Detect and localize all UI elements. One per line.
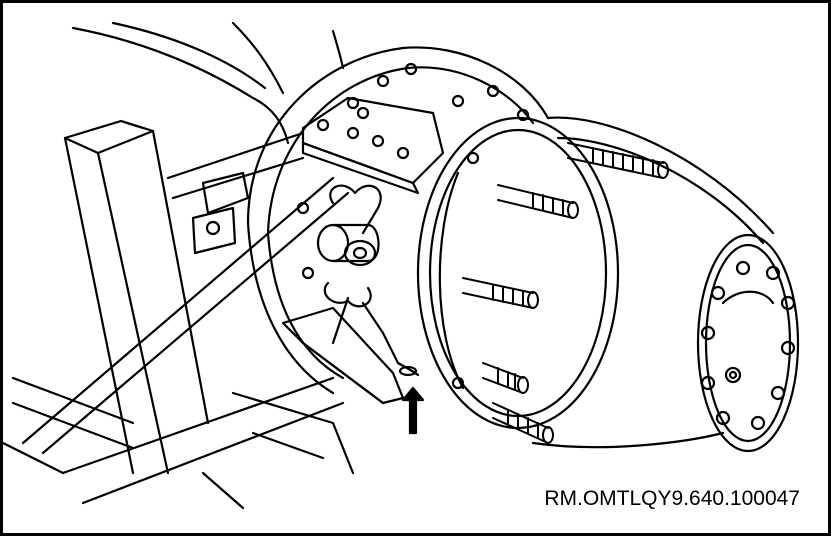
fender-outline [71,21,345,145]
lower-brake-shoe [281,306,420,405]
brake-drum [246,46,550,395]
pry-bar [21,176,350,455]
axle-stand [3,119,355,510]
hub-cylinder [531,116,800,453]
cam-rollers [316,184,400,365]
reference-code: RM.OMTLQY9.640.100047 [544,487,800,510]
stud [482,362,529,394]
wheel-studs [462,142,669,444]
stud [492,402,554,444]
stud [462,277,539,309]
stud [497,184,579,219]
upper-brake-shoe [301,96,445,195]
adjuster-slot [398,365,418,377]
wheel-hub-brake-drawing [3,21,800,510]
indicator-arrow [401,386,425,435]
